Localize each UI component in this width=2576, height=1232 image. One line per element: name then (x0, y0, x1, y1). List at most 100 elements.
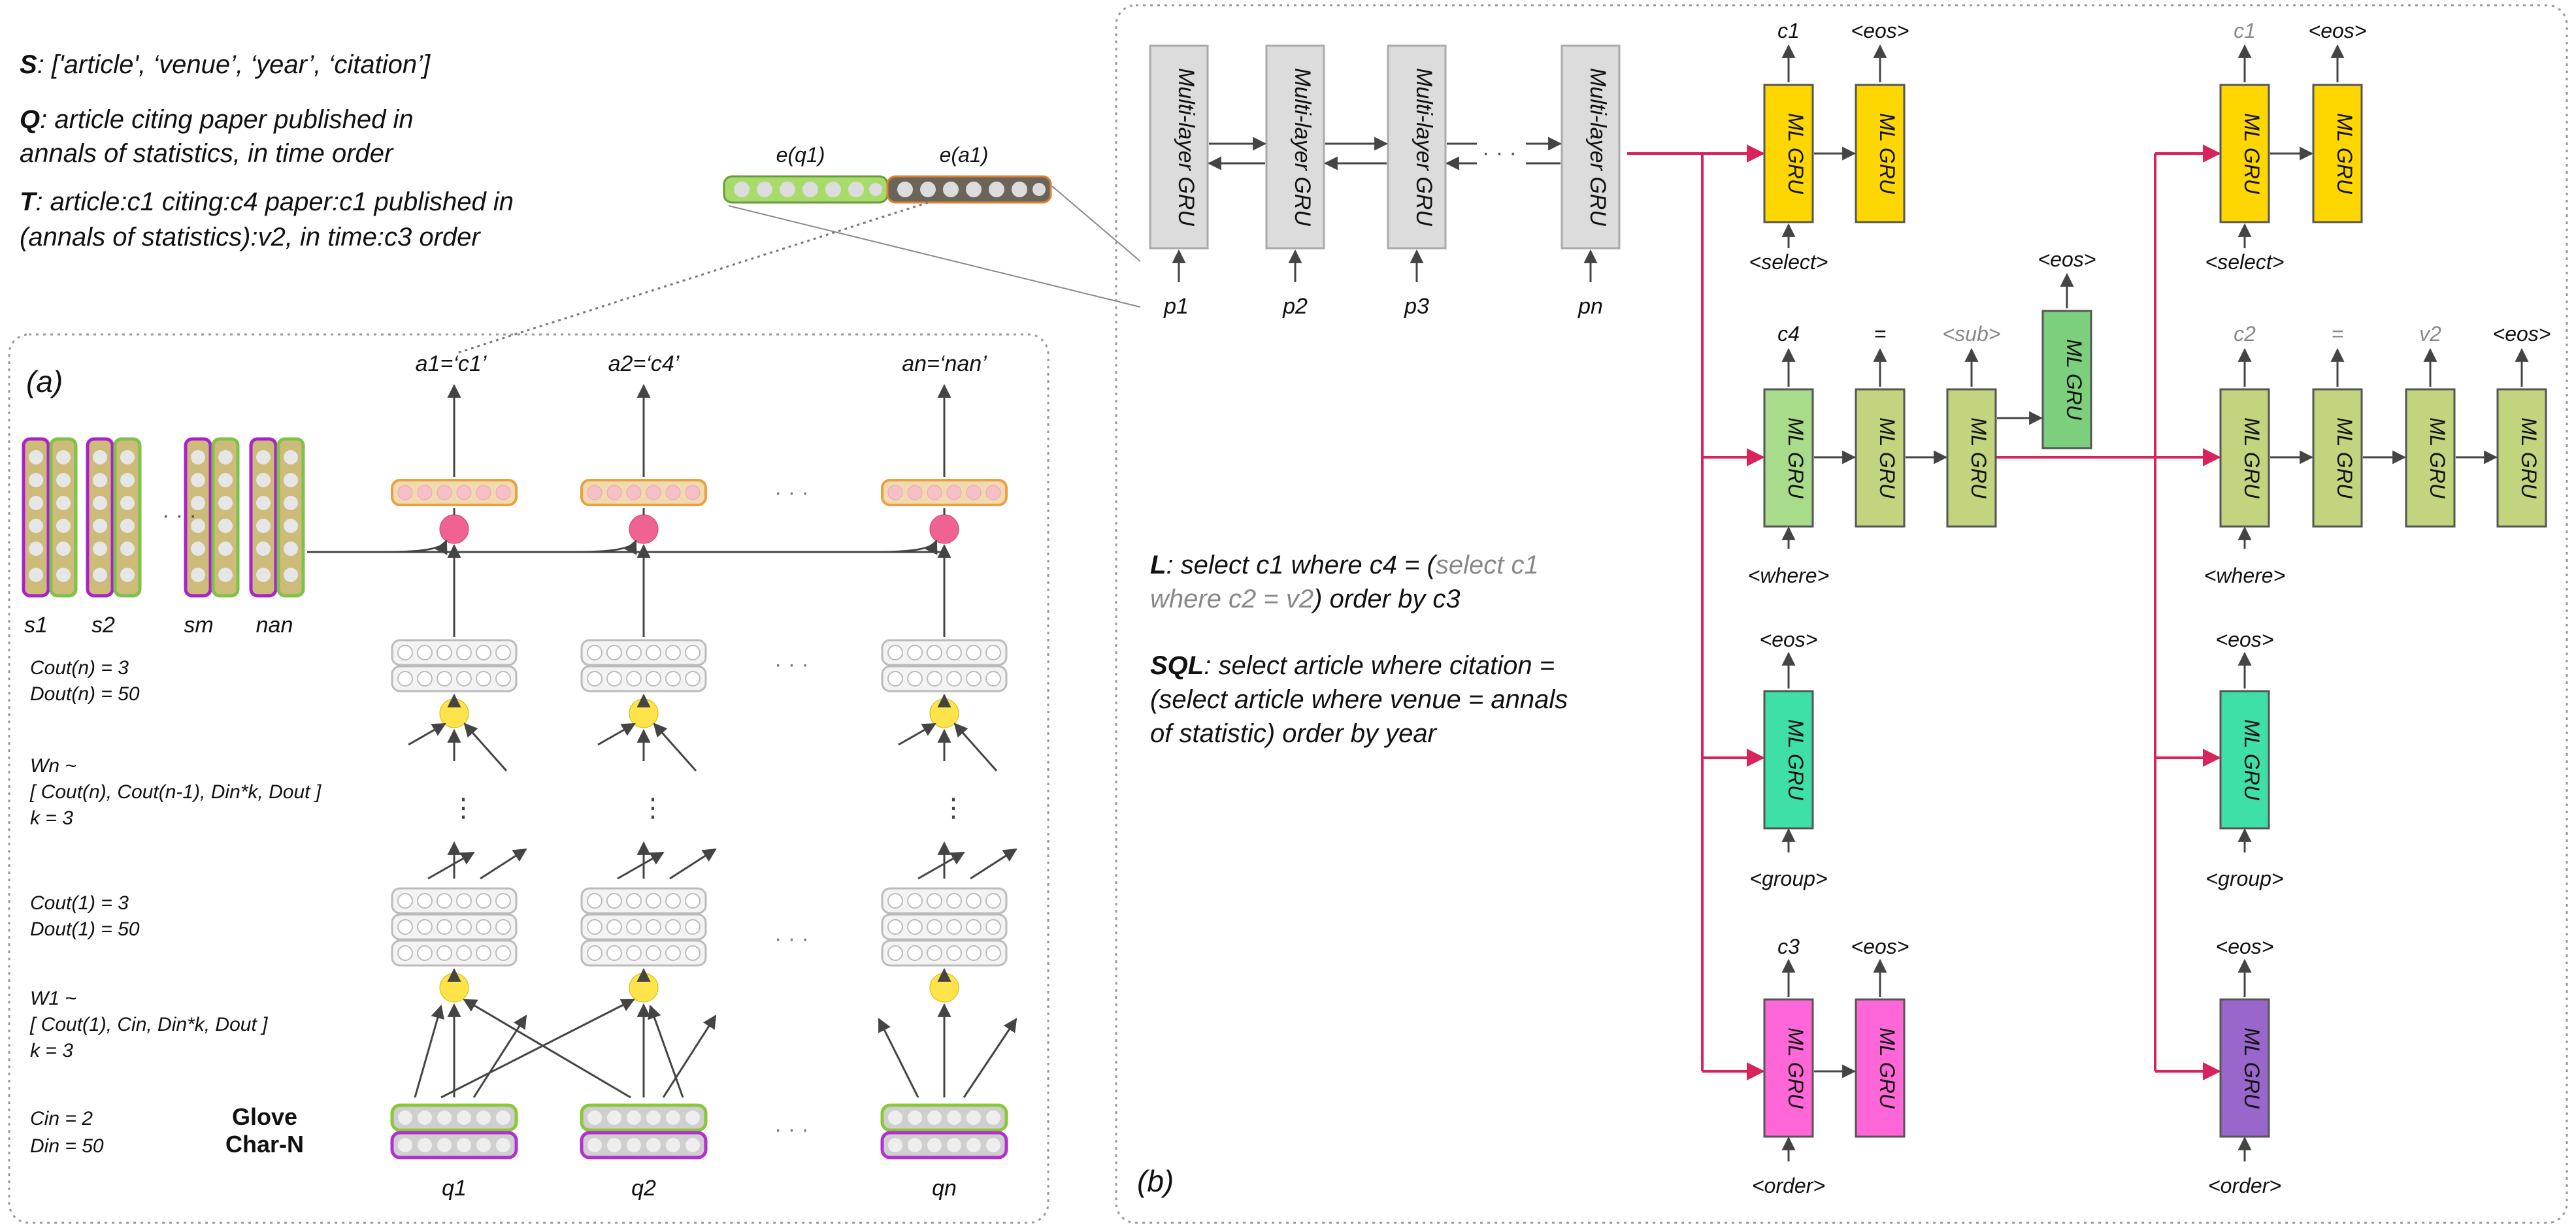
svg-text:Multi-layer GRU: Multi-layer GRU (1585, 68, 1610, 226)
panel-a-border (8, 333, 1049, 1224)
t-definition-line2: (annals of statistics):v2, in time:c3 or… (20, 223, 481, 251)
attention-node (439, 514, 469, 544)
encoder-input-p3: p3 (1404, 294, 1429, 319)
charn-label: Char-N (225, 1131, 304, 1158)
encoder-gru-2: Multi-layer GRU (1265, 44, 1325, 250)
svg-text:· · ·: · · · (1482, 140, 1517, 165)
schema-label-s2: s2 (91, 613, 115, 638)
decoder-sub-gru: ML GRU (2041, 310, 2092, 449)
svg-text:Multi-layer GRU: Multi-layer GRU (1174, 68, 1198, 226)
wn-note-2: [ Cout(n), Cout(n-1), Din*k, Dout ] (29, 781, 322, 803)
svg-text:ML GRU: ML GRU (1875, 1028, 1899, 1109)
sql-expression: SQL: select article where citation = (1150, 651, 1555, 680)
decoder-select-gru-2: ML GRU (1855, 84, 1906, 223)
svg-text:ML GRU: ML GRU (2333, 417, 2356, 499)
svg-text:· · ·: · · · (774, 480, 809, 505)
sub-where-output-eq: = (2332, 322, 2344, 346)
order-output-c3: c3 (1777, 935, 1800, 958)
encoder-gru-n: Multi-layer GRU (1560, 44, 1621, 250)
svg-text:· · ·: · · · (774, 652, 809, 677)
answer-label-2: a2=‘c4’ (608, 351, 680, 376)
panel-a: (a) a1=‘c1’ a2=‘c4’ an=‘nan’ (8, 333, 1049, 1224)
decoder-order-gru-2: ML GRU (1855, 998, 1906, 1138)
panel-b-border (1115, 4, 2568, 1224)
dout-n-note: Dout(n) = 50 (30, 683, 140, 705)
panel-b-label: (b) (1137, 1164, 1174, 1198)
question-label-1: q1 (442, 1176, 467, 1201)
decoder-sub-where-gru-1: ML GRU (2219, 388, 2270, 528)
dout-1-note: Dout(1) = 50 (30, 918, 140, 940)
sub-group-input: <group> (2205, 867, 2283, 890)
where-output-c4: c4 (1777, 322, 1800, 346)
sub-select-output-eos: <eos> (2309, 19, 2367, 42)
encoder-input-pn: pn (1577, 294, 1603, 319)
schema-label-nan: nan (256, 613, 293, 638)
decoder-sub-select-gru-2: ML GRU (2312, 84, 2363, 223)
svg-text:ML GRU: ML GRU (1784, 1028, 1808, 1109)
decoders: ML GRU ML GRU c1 <eos> <select> ML GRU ML GRU M… (1748, 19, 2551, 1197)
svg-text:ML GRU: ML GRU (1784, 719, 1808, 801)
question-label-2: q2 (631, 1176, 656, 1201)
encoder-input-p1: p1 (1163, 294, 1189, 319)
cout-1-note: Cout(1) = 3 (30, 892, 129, 914)
encoder: Multi-layer GRU Multi-layer GRU Multi-la… (1149, 44, 1621, 319)
where-output-sub: <sub> (1943, 322, 2001, 346)
where-input: <where> (1748, 564, 1830, 587)
where-output-eq: = (1874, 322, 1887, 346)
cnn-column-2: ⋮ (578, 383, 717, 1159)
answer-label-n: an=‘nan’ (902, 351, 987, 376)
sub-select-input: <select> (2205, 250, 2285, 274)
sub-where-output-c2: c2 (2234, 322, 2256, 346)
sub-select-output-c1: c1 (2234, 19, 2256, 42)
sub-order-input: <order> (2208, 1174, 2281, 1197)
svg-text:ML GRU: ML GRU (1967, 417, 1990, 499)
sub-where-output-eos: <eos> (2493, 322, 2551, 346)
decoder-group-gru: ML GRU (1763, 690, 1814, 830)
q-definition-line2: annals of statistics, in time order (20, 139, 394, 168)
svg-text:ML GRU: ML GRU (1875, 417, 1899, 499)
svg-text:· · ·: · · · (162, 503, 197, 528)
attention-node (629, 514, 659, 544)
svg-text:ML GRU: ML GRU (2240, 417, 2264, 499)
glove-label: Glove (232, 1103, 297, 1130)
decoder-sub-where-gru-4: ML GRU (2496, 388, 2547, 528)
svg-text:ML GRU: ML GRU (2240, 1028, 2264, 1109)
svg-text:⋮: ⋮ (940, 794, 966, 822)
order-input: <order> (1752, 1174, 1825, 1197)
wn-note-1: Wn ~ (30, 755, 76, 777)
decoder-where-gru-1: ML GRU (1763, 388, 1814, 528)
encoder-gru-3: Multi-layer GRU (1387, 44, 1447, 250)
w1-note-3: k = 3 (30, 1040, 73, 1062)
header-definitions: S: ['article', ‘venue’, ‘year’, ‘citatio… (20, 50, 514, 251)
panel-b: (b) Multi-layer GRU Multi-layer GRU Mult… (1115, 4, 2568, 1224)
select-output-eos: <eos> (1851, 19, 1909, 42)
routing-lines (1627, 144, 2221, 1080)
encoder-input-p2: p2 (1282, 294, 1308, 319)
cnn-column-3: ⋮ (878, 383, 1017, 1159)
l-expression: L: select c1 where c4 = (select c1 (1150, 551, 1539, 579)
sql-expression-line3: of statistic) order by year (1150, 719, 1438, 748)
svg-text:ML GRU: ML GRU (2062, 339, 2086, 421)
svg-text:· · ·: · · · (774, 1117, 809, 1142)
schema-label-sm: sm (184, 613, 213, 638)
svg-text:ML GRU: ML GRU (1784, 417, 1808, 499)
decoder-sub-where-gru-2: ML GRU (2312, 388, 2363, 528)
t-definition: T: article:c1 citing:c4 paper:c1 publish… (20, 187, 514, 216)
svg-text:Multi-layer GRU: Multi-layer GRU (1290, 68, 1315, 226)
sql-expression-line2: (select article where venue = annals (1150, 685, 1568, 714)
svg-text:ML GRU: ML GRU (1784, 113, 1808, 195)
decoder-select-gru-1: ML GRU (1763, 84, 1814, 223)
l-expression-line2: where c2 = v2) order by c3 (1150, 585, 1461, 613)
svg-text:ML GRU: ML GRU (2426, 417, 2449, 499)
conv-node (929, 973, 959, 1003)
sub-where-output-v2: v2 (2419, 322, 2441, 346)
decoder-where-gru-2: ML GRU (1855, 388, 1906, 528)
eq1-label: e(q1) (776, 143, 825, 167)
sub-group-output-eos: <eos> (2216, 628, 2274, 651)
sub-output-eos: <eos> (2038, 248, 2096, 271)
decoder-sub-group-gru: ML GRU (2219, 690, 2270, 830)
decoder-order-gru-1: ML GRU (1763, 998, 1814, 1138)
svg-text:⋮: ⋮ (640, 794, 666, 822)
svg-text:ML GRU: ML GRU (2517, 417, 2541, 499)
